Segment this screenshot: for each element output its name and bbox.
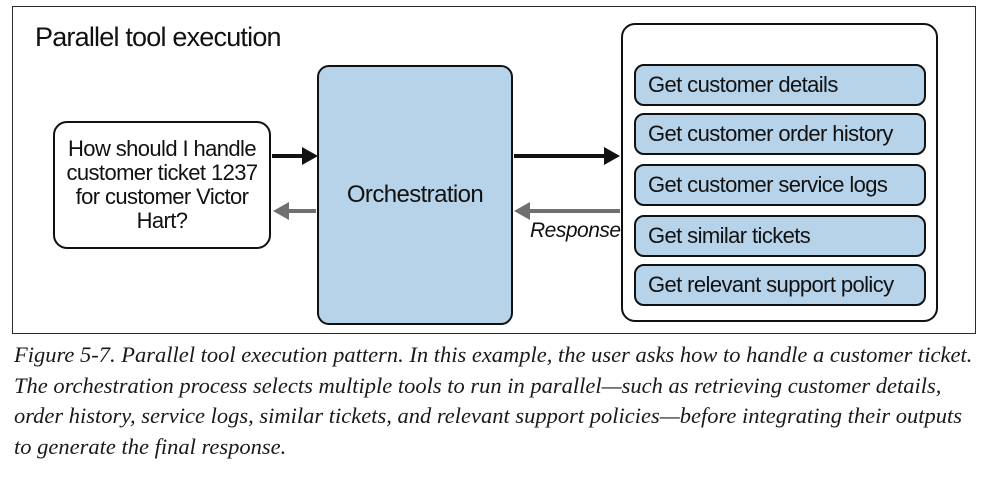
orchestration-box: Orchestration: [317, 65, 513, 325]
tool-get-similar-tickets: Get similar tickets: [634, 215, 926, 257]
tool-get-relevant-support-policy: Get relevant support policy: [634, 264, 926, 306]
tool-get-customer-order-history: Get customer order history: [634, 113, 926, 155]
arrow-request-head: [302, 147, 318, 165]
user-query-text: How should I handle customer ticket 1237…: [66, 136, 259, 233]
tool-label: Get customer details: [648, 72, 838, 97]
tool-label: Get relevant support policy: [648, 272, 894, 297]
tool-label: Get customer order history: [648, 121, 893, 146]
diagram-title: Parallel tool execution: [35, 22, 282, 52]
tool-label: Get customer service logs: [648, 172, 888, 197]
arrow-response-head: [514, 202, 530, 220]
orchestration-label: Orchestration: [346, 181, 484, 208]
arrow-return-head: [273, 202, 289, 220]
figure-caption: Figure 5-7. Parallel tool execution patt…: [14, 342, 973, 459]
response-label: Response: [530, 219, 621, 242]
tool-get-customer-details: Get customer details: [634, 64, 926, 106]
arrows-layer: [272, 147, 620, 220]
user-query-box: How should I handle customer ticket 1237…: [53, 121, 271, 249]
tool-get-customer-service-logs: Get customer service logs: [634, 164, 926, 206]
tool-label: Get similar tickets: [648, 223, 811, 248]
arrow-dispatch-head: [604, 147, 620, 165]
